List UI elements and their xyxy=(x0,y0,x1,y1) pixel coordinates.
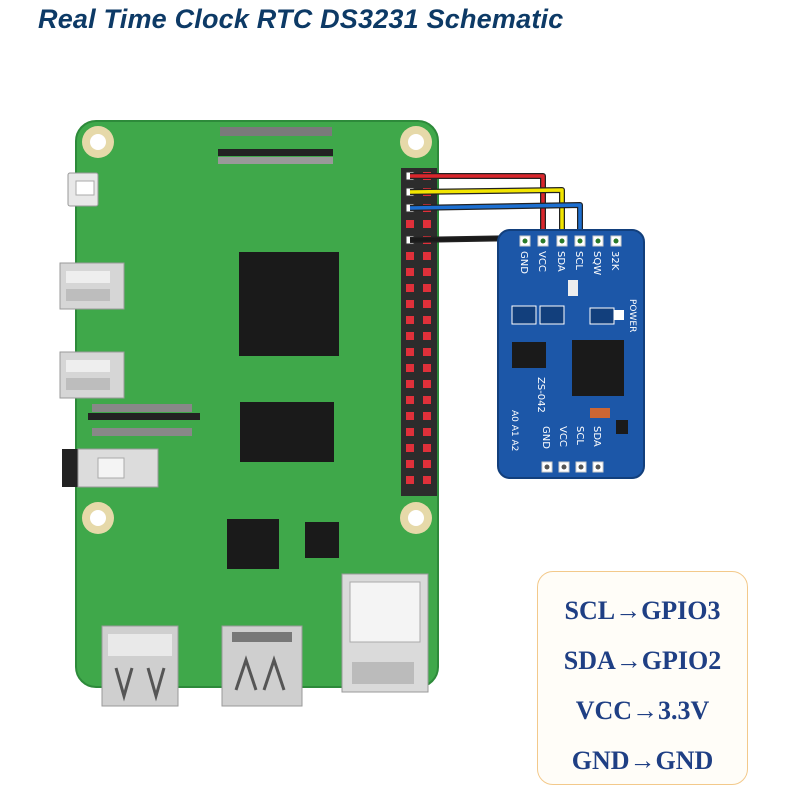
top-pin-label: VCC xyxy=(536,251,547,272)
rtc-module: GND VCC SDA SCL SQW 32K POWER ZS-042 A0 A1 A2… xyxy=(497,229,645,479)
gpio-pin xyxy=(423,444,431,452)
address-labels: A0 A1 A2 xyxy=(509,410,519,451)
smd-diode xyxy=(590,408,610,418)
pin-hole-center xyxy=(522,238,528,244)
power-label: POWER xyxy=(627,299,637,332)
gpio-pin xyxy=(406,476,414,484)
top-pin-label: SCL xyxy=(573,251,584,270)
gpio-pin xyxy=(406,396,414,404)
bottom-pin-holes xyxy=(541,461,604,473)
pin-hole-center xyxy=(595,238,601,244)
pin-hole-center xyxy=(595,464,601,470)
memory-chip xyxy=(240,402,334,462)
mounting-holes xyxy=(82,126,432,534)
bottom-pin-label: SCL xyxy=(574,426,585,445)
page-title: Real Time Clock RTC DS3231 Schematic xyxy=(38,4,564,34)
gpio-pin xyxy=(406,300,414,308)
raspberry-pi-board xyxy=(59,120,439,707)
pin-hole-center xyxy=(578,464,584,470)
smd-resistor xyxy=(568,280,578,296)
usb-port xyxy=(101,625,179,707)
top-pin-label: SQW xyxy=(591,251,602,275)
legend-row-gnd: GND→GND xyxy=(571,746,714,775)
legend-row-vcc: VCC→3.3V xyxy=(575,696,710,725)
gpio-pin xyxy=(406,220,414,228)
pin-hole-center xyxy=(544,464,550,470)
gpio-pin xyxy=(406,364,414,372)
gpio-pin xyxy=(406,380,414,388)
pin-hole-center xyxy=(613,238,619,244)
bottom-pin-labels: GND VCC SCL SDA xyxy=(540,426,602,449)
gpio-pin xyxy=(406,268,414,276)
pin-mapping-legend: SCL→GPIO3 SDA→GPIO2 VCC→3.3V GND→GND xyxy=(537,571,748,785)
bottom-pin-label: SDA xyxy=(591,426,602,447)
pin-hole-center xyxy=(540,238,546,244)
legend-row-sda: SDA→GPIO2 xyxy=(563,646,722,675)
usb-port xyxy=(59,351,125,399)
gpio-pin xyxy=(406,316,414,324)
top-pin-label: GND xyxy=(518,251,529,274)
soc-chip xyxy=(239,252,339,356)
gpio-pin xyxy=(423,428,431,436)
smd-resistor xyxy=(539,305,565,325)
legend-row-scl: SCL→GPIO3 xyxy=(564,596,721,625)
gpio-pin xyxy=(423,252,431,260)
wire-vcc-core xyxy=(410,174,545,241)
ethernet-port xyxy=(341,573,429,693)
gpio-pin xyxy=(406,252,414,260)
gpio-pin xyxy=(423,412,431,420)
display-connector xyxy=(88,404,200,436)
usb-port xyxy=(59,262,125,310)
model-label: ZS-042 xyxy=(535,377,546,413)
smd-resistor xyxy=(589,307,615,325)
top-pin-labels: GND VCC SDA SCL SQW 32K xyxy=(518,251,620,275)
gpio-pin xyxy=(423,460,431,468)
pin-hole-center xyxy=(559,238,565,244)
gpio-pin xyxy=(406,348,414,356)
transistor xyxy=(616,420,628,434)
gpio-pin xyxy=(406,444,414,452)
gpio-pin xyxy=(423,396,431,404)
pin-hole-center xyxy=(561,464,567,470)
gpio-pin xyxy=(423,316,431,324)
top-connector xyxy=(218,127,333,164)
bottom-pin-label: VCC xyxy=(557,426,568,447)
gpio-pin xyxy=(423,380,431,388)
gpio-pin xyxy=(406,428,414,436)
top-pin-holes xyxy=(519,235,622,247)
gpio-pin xyxy=(423,348,431,356)
small-chip xyxy=(305,522,339,558)
gpio-pin xyxy=(406,284,414,292)
usb-port xyxy=(221,625,303,707)
top-pin-label: SDA xyxy=(555,251,566,272)
eeprom-chip xyxy=(512,342,546,368)
gpio-pin xyxy=(406,332,414,340)
address-label: A0 A1 A2 xyxy=(509,410,519,451)
gpio-pin xyxy=(406,412,414,420)
gpio-pin xyxy=(423,268,431,276)
power-led xyxy=(614,310,624,320)
gpio-pin xyxy=(406,460,414,468)
pin-hole-center xyxy=(577,238,583,244)
audio-jack xyxy=(62,448,159,488)
ds3231-chip xyxy=(572,340,624,396)
gpio-pin xyxy=(423,300,431,308)
ethernet-controller-chip xyxy=(227,519,279,569)
wire-sda-core xyxy=(409,188,564,241)
bottom-pin-label: GND xyxy=(540,426,551,449)
gpio-pin xyxy=(423,476,431,484)
gpio-pin xyxy=(423,220,431,228)
smd-resistor xyxy=(511,305,537,325)
gpio-pin xyxy=(423,332,431,340)
top-pin-label: 32K xyxy=(609,251,620,271)
gpio-pin xyxy=(423,364,431,372)
gpio-pin xyxy=(423,284,431,292)
